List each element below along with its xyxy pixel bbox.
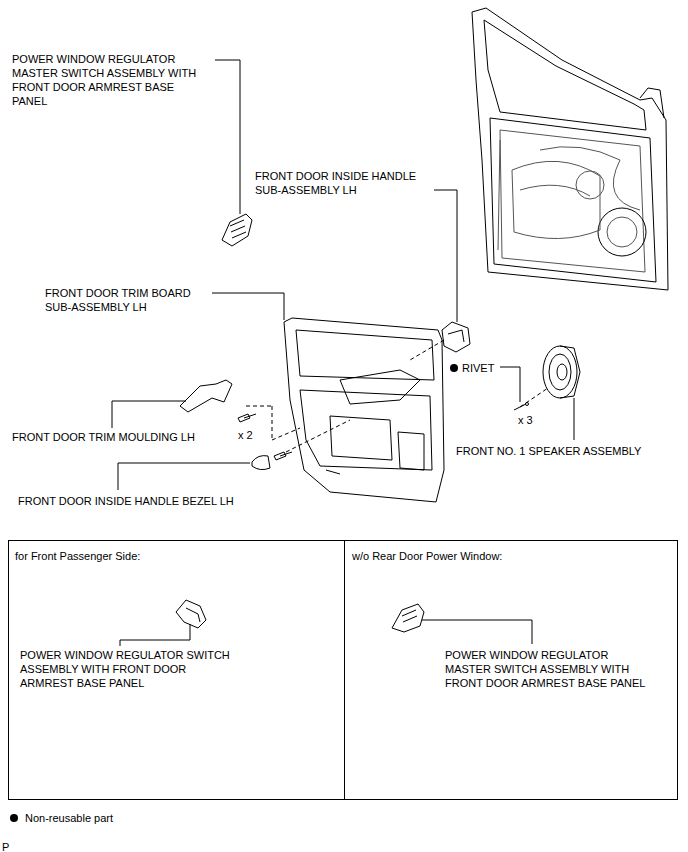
part-label: POWER WINDOW REGULATOR MASTER SWITCH ASS… — [445, 648, 655, 690]
master-switch — [392, 604, 424, 632]
panel-heading: for Front Passenger Side: — [15, 549, 335, 563]
part-label: FRONT DOOR INSIDE HANDLE SUB-ASSEMBLY LH — [255, 169, 431, 197]
variant-panel: w/o Rear Door Power Window: POWER WINDOW … — [344, 540, 678, 800]
non-reusable-dot — [450, 364, 458, 372]
panel-heading: w/o Rear Door Power Window: — [352, 549, 672, 563]
assembly-guide — [246, 340, 548, 452]
part-label: FRONT DOOR TRIM BOARD SUB-ASSEMBLY LH — [45, 286, 210, 314]
trim-board — [284, 318, 444, 502]
inside-handle — [442, 322, 470, 352]
part-label: FRONT DOOR TRIM MOULDING LH — [12, 430, 212, 444]
legend-dot — [10, 814, 18, 822]
master-switch — [222, 214, 252, 246]
part-label: POWER WINDOW REGULATOR MASTER SWITCH ASS… — [12, 52, 208, 108]
part-label: P — [2, 840, 22, 852]
passenger-switch — [176, 600, 206, 628]
part-label: POWER WINDOW REGULATOR SWITCH ASSEMBLY W… — [20, 648, 230, 690]
door-frame — [472, 8, 668, 290]
part-label: RIVET — [462, 361, 502, 375]
variant-panel: for Front Passenger Side: POWER WINDOW RE… — [8, 540, 345, 800]
handle-bezel — [252, 456, 270, 470]
legend-text: Non-reusable part — [25, 811, 225, 825]
part-label: FRONT DOOR INSIDE HANDLE BEZEL LH — [18, 494, 258, 508]
part-label: x 3 — [518, 413, 548, 427]
rivet — [514, 403, 529, 411]
trim-moulding — [180, 380, 232, 412]
screw — [238, 414, 292, 460]
part-label: x 2 — [238, 428, 268, 442]
part-label: FRONT NO. 1 SPEAKER ASSEMBLY — [456, 444, 676, 458]
speaker — [543, 346, 580, 398]
